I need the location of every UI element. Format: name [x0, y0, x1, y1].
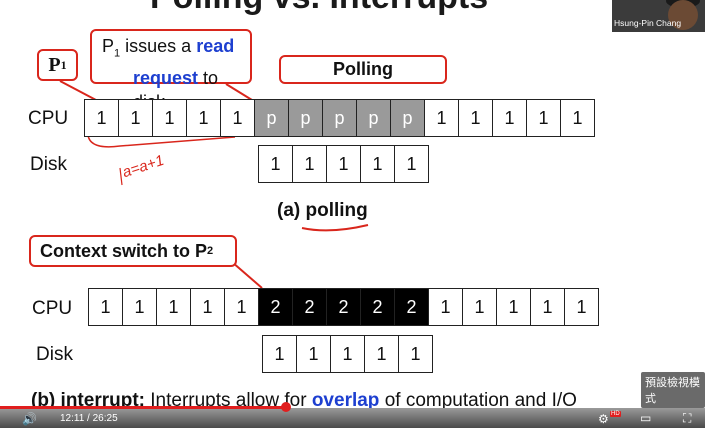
cpu-a-cell: 1 [492, 99, 527, 137]
cpu-b-cell: 1 [122, 288, 157, 326]
polling-callout: Polling [279, 55, 447, 84]
cpu-b-cell: 2 [360, 288, 395, 326]
cpu-b-cell: 1 [530, 288, 565, 326]
disk-b-cell: 1 [296, 335, 331, 373]
presenter-name: Hsung-Pin Chang [614, 18, 682, 28]
cpu-b-cell: 1 [190, 288, 225, 326]
cpu-b-cell: 1 [88, 288, 123, 326]
tooltip: 預設檢視模式 [641, 372, 705, 408]
time-display: 12:11 / 26:25 [60, 413, 118, 424]
polling-label: Polling [333, 59, 393, 79]
cpu-a-cell: 1 [84, 99, 119, 137]
handwritten-tick [119, 167, 123, 186]
caption-interrupt-label: (b) interrupt: [31, 390, 145, 411]
disk-b-cell: 1 [364, 335, 399, 373]
cpu-label-b: CPU [32, 298, 73, 319]
p1-subscript: 1 [60, 57, 67, 72]
disk-a-cell: 1 [394, 145, 429, 183]
webcam-overlay: Hsung-Pin Chang [612, 0, 705, 32]
cpu-b-cell: 1 [224, 288, 259, 326]
disk-b-cell: 1 [262, 335, 297, 373]
caption-interrupt-text: Interrupts allow for [144, 390, 312, 411]
cpu-label-a: CPU [28, 108, 69, 129]
issue-text: issues a [120, 36, 197, 56]
issue-request-callout: P1 issues a read request to disk [90, 29, 252, 112]
ctx-pointer [231, 261, 263, 289]
settings-icon[interactable]: ⚙ [598, 412, 609, 426]
caption-interrupt-tail: of computation and I/O [379, 390, 577, 411]
caption-overlap: overlap [311, 390, 380, 411]
theater-mode-icon[interactable]: ▭ [640, 411, 652, 425]
cpu-a-cell: 1 [560, 99, 595, 137]
cpu-a-cell: p [254, 99, 289, 137]
cpu-a-cell: 1 [424, 99, 459, 137]
progress-bar[interactable] [0, 406, 286, 409]
cpu-a-cell: 1 [220, 99, 255, 137]
cpu-b-cell: 1 [496, 288, 531, 326]
disk-a-cell: 1 [326, 145, 361, 183]
cpu-b-cell: 2 [258, 288, 293, 326]
disk-a-cell: 1 [258, 145, 293, 183]
cpu-b-cell: 2 [326, 288, 361, 326]
polling-underline [301, 224, 369, 232]
disk-b-cell: 1 [398, 335, 433, 373]
issue-pointer [225, 83, 253, 101]
p1-pointer [59, 80, 97, 101]
context-switch-label: Context switch to P [40, 240, 208, 261]
disk-label-b: Disk [36, 344, 73, 365]
cpu-b-cell: 1 [428, 288, 463, 326]
cpu-a-cell: 1 [152, 99, 187, 137]
caption-polling: (a) polling [277, 200, 368, 221]
presenter-face [668, 0, 698, 30]
cpu-b-cell: 2 [292, 288, 327, 326]
issue-read: read [196, 36, 235, 56]
handwritten-underline-mark [87, 134, 236, 148]
cpu-a-cell: p [288, 99, 323, 137]
player-controls [0, 408, 705, 428]
cpu-a-cell: 1 [186, 99, 221, 137]
disk-label-a: Disk [30, 154, 67, 175]
context-switch-sub: 2 [207, 245, 214, 257]
p1-label: P [48, 53, 61, 76]
cpu-a-cell: p [322, 99, 357, 137]
cpu-a-cell: p [390, 99, 425, 137]
cpu-b-cell: 1 [156, 288, 191, 326]
disk-b-cell: 1 [330, 335, 365, 373]
disk-a-cell: 1 [360, 145, 395, 183]
cpu-b-cell: 1 [564, 288, 599, 326]
cpu-b-cell: 2 [394, 288, 429, 326]
cpu-b-cell: 1 [462, 288, 497, 326]
issue-request: request [133, 67, 199, 88]
cpu-a-cell: 1 [526, 99, 561, 137]
progress-scrubber[interactable] [281, 402, 291, 412]
slide-title: Polling vs. Interrupts [150, 0, 488, 17]
issue-p: P [102, 36, 115, 56]
cpu-a-cell: 1 [458, 99, 493, 137]
issue-line-1: P1 issues a read [102, 34, 250, 66]
fullscreen-icon[interactable]: ⛶ [683, 411, 692, 425]
caption-interrupt: (b) interrupt: Interrupts allow for over… [31, 390, 577, 412]
issue-p-sub: 1 [114, 47, 121, 60]
cpu-a-cell: p [356, 99, 391, 137]
disk-a-cell: 1 [292, 145, 327, 183]
volume-icon[interactable]: 🔊 [22, 412, 37, 426]
hd-badge: HD [610, 411, 621, 417]
cpu-a-cell: 1 [118, 99, 153, 137]
